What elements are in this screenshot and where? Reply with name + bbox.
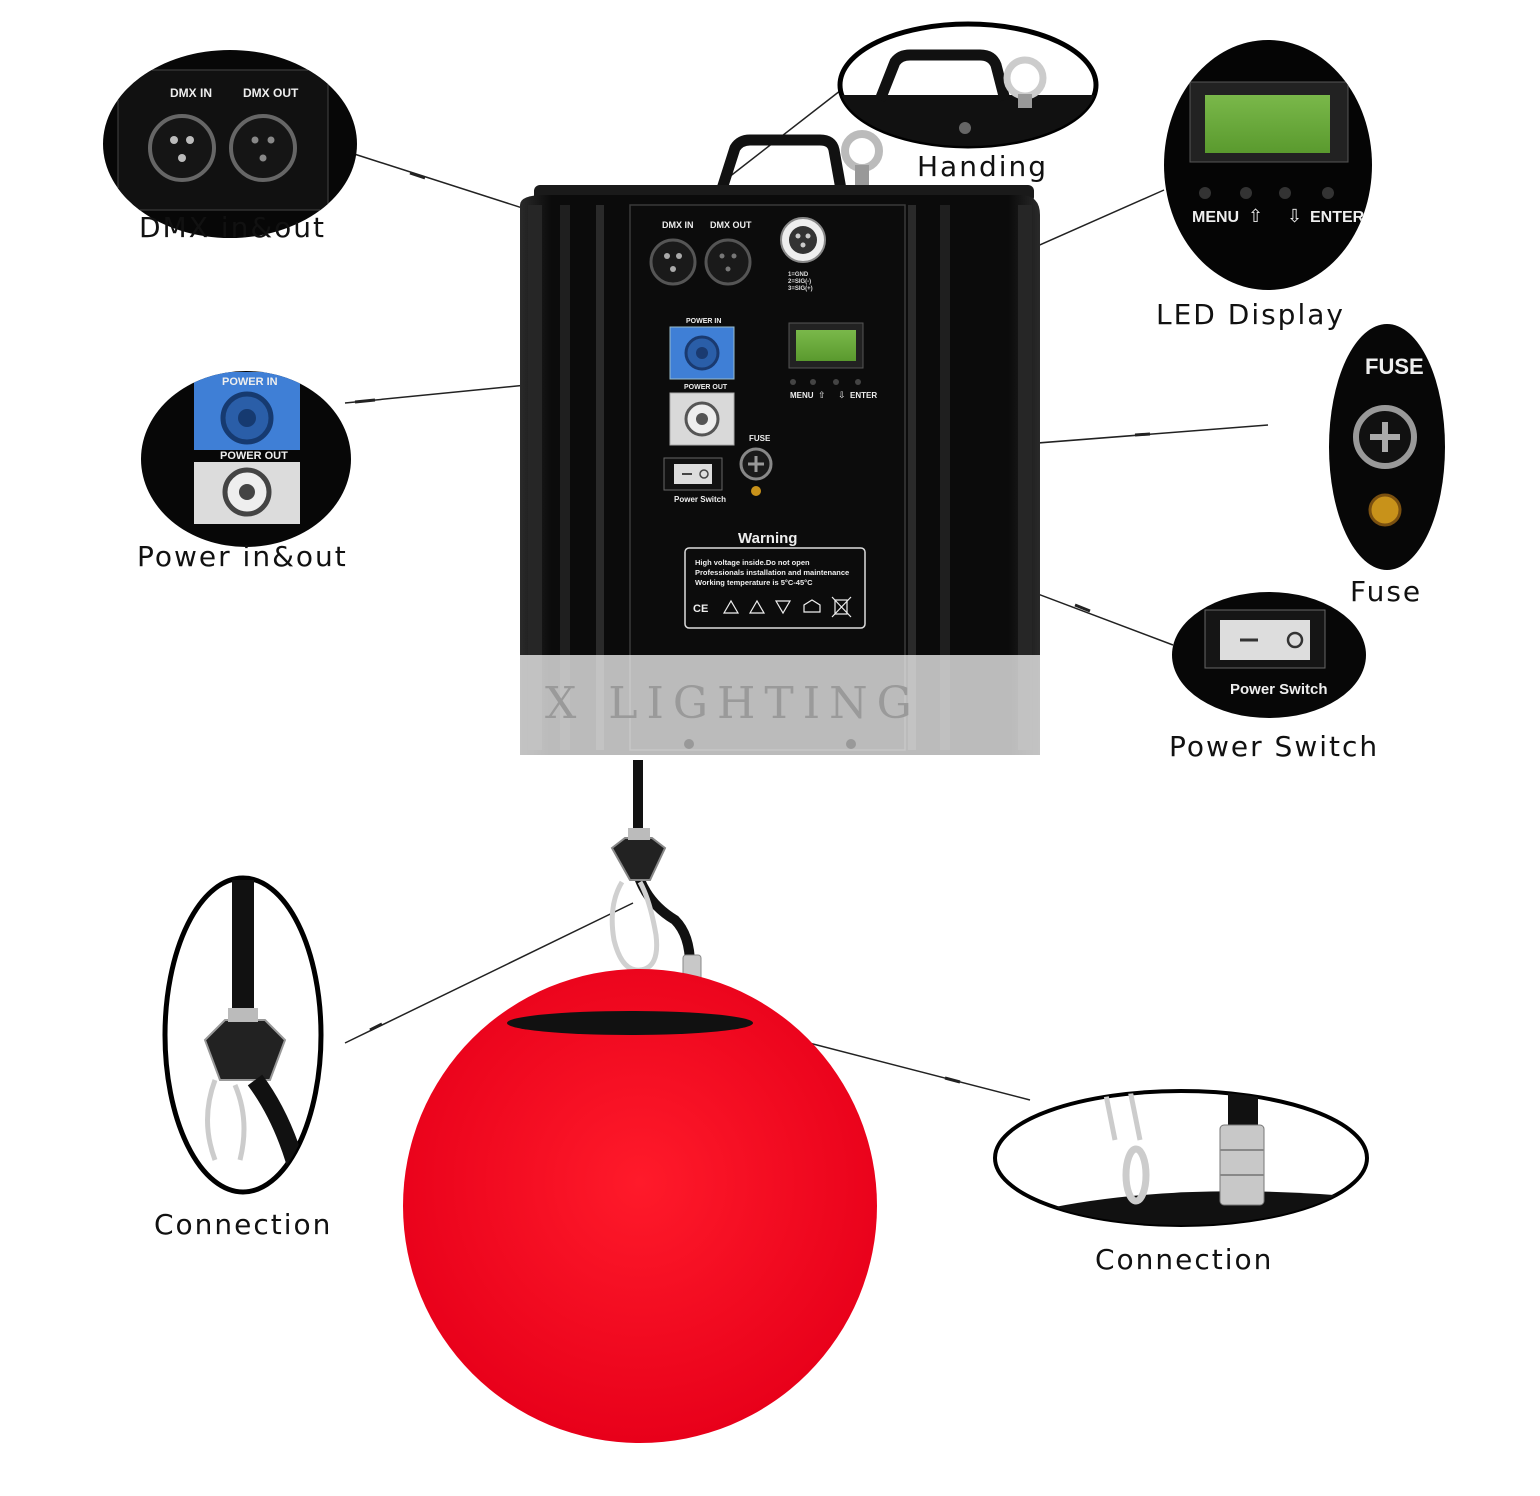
lcd-screen [796, 330, 856, 361]
zoom-power-in-label: POWER IN [222, 376, 278, 388]
panel-power-in-label: POWER IN [686, 318, 721, 325]
panel-power-out-label: POWER OUT [684, 384, 728, 391]
warning-triangle-icon [722, 599, 792, 615]
label-dmx: DMX in&out [139, 211, 327, 244]
leader-line-connection-left [344, 902, 634, 1044]
panel-menu-label: MENU [790, 391, 814, 400]
panel-dmx-out-label: DMX OUT [710, 220, 752, 230]
cable-clamp [610, 837, 667, 881]
warning-box [684, 547, 866, 629]
pin-legend-1: 1=GND [788, 272, 809, 278]
winch-housing: DMX IN DMX OUT 1=GND 2=SIG(-) 3=SIG(+) M… [516, 130, 1061, 758]
dmx-in-port[interactable] [649, 238, 697, 286]
zoom-power-switch: Power Switch [1172, 592, 1366, 718]
zoom-handing [837, 21, 1099, 149]
zoom-power-out-label: POWER OUT [220, 450, 288, 462]
label-fuse: Fuse [1350, 575, 1423, 608]
zoom-fuse: FUSE [1329, 324, 1445, 570]
pin-legend-3: 3=SIG(+) [788, 286, 813, 292]
warning-line-2: Professionals installation and maintenan… [695, 568, 849, 577]
label-power-switch: Power Switch [1169, 730, 1380, 763]
zoom-fuse-label: FUSE [1365, 354, 1424, 379]
panel-power-switch-label: Power Switch [674, 495, 726, 504]
carry-handle [714, 134, 848, 197]
dmx-out-port[interactable] [704, 238, 752, 286]
panel-dmx-in-label: DMX IN [662, 220, 694, 230]
recycle-bin-icon [831, 596, 852, 618]
panel-fuse-label: FUSE [749, 434, 771, 443]
label-power: Power in&out [137, 540, 348, 573]
eye-bolt [841, 130, 883, 172]
svg-text:⇩: ⇩ [1287, 206, 1302, 226]
zoom-enter-label: ENTER [1310, 209, 1365, 226]
label-connection-left: Connection [154, 1208, 333, 1241]
zoom-connection-right [993, 1089, 1369, 1227]
ce-mark-icon: CE [693, 603, 708, 615]
zoom-dmx: DMX IN DMX OUT [103, 50, 357, 238]
zoom-dmx-out-label: DMX OUT [243, 86, 299, 100]
zoom-power: POWER IN POWER OUT [141, 371, 351, 547]
zoom-power-switch-label: Power Switch [1230, 681, 1328, 698]
led-ball [403, 969, 877, 1443]
label-led-display: LED Display [1156, 298, 1345, 331]
watermark-text: X LIGHTING [545, 678, 921, 729]
indicator-led [751, 486, 761, 496]
label-handing: Handing [917, 150, 1049, 183]
zoom-led-display: MENU ⇧ ⇩ ENTER [1164, 40, 1372, 290]
warning-line-1: High voltage inside.Do not open [695, 558, 810, 567]
up-arrow-icon: ⇧ [818, 390, 826, 400]
pin-legend-2: 2=SIG(-) [788, 279, 811, 285]
label-connection-right: Connection [1095, 1243, 1274, 1276]
down-arrow-icon: ⇩ [838, 390, 846, 400]
warning-title: Warning [738, 530, 797, 547]
zoom-connection-left [162, 875, 324, 1195]
warning-line-3: Working temperature is 5°C-45°C [695, 578, 813, 587]
zoom-menu-label: MENU [1192, 209, 1239, 226]
zoom-dmx-in-label: DMX IN [170, 86, 212, 100]
svg-text:⇧: ⇧ [1248, 206, 1263, 226]
watermark-band [516, 655, 1061, 758]
kinetic-ball-assembly [403, 760, 877, 1443]
panel-enter-label: ENTER [850, 391, 877, 400]
